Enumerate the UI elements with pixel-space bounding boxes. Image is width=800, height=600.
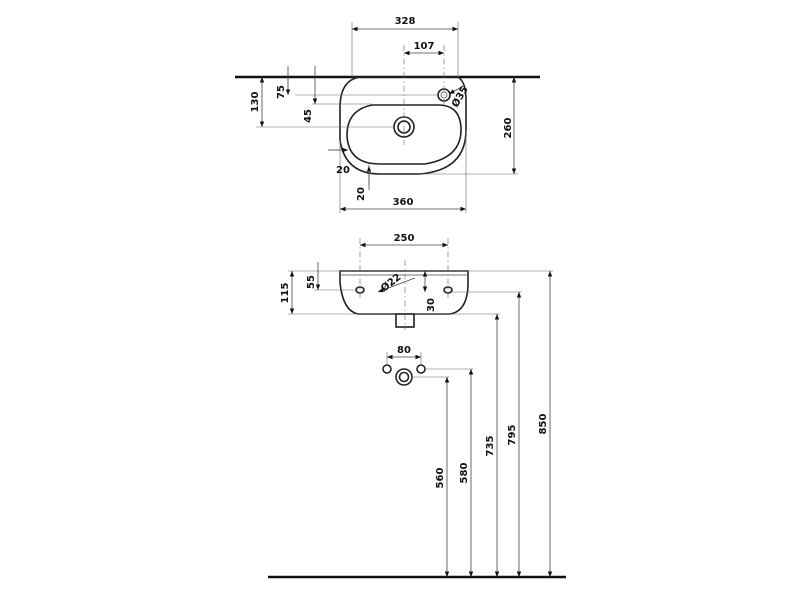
supply-pipe-right-icon: [416, 364, 426, 374]
label-360: 360: [393, 197, 414, 208]
leader-bolt-hole: [377, 277, 416, 293]
label-850: 850: [538, 414, 549, 435]
label-580: 580: [459, 463, 470, 484]
label-560: 560: [435, 468, 446, 489]
label-260: 260: [503, 118, 514, 139]
label-115: 115: [280, 283, 291, 304]
waste-pipe-outer-icon: [395, 368, 413, 386]
label-20-left: 20: [336, 165, 350, 176]
leader-tap-hole: [448, 84, 466, 95]
top-view: 328 107 Ø35 130 75 45 260 20 20 360: [235, 16, 540, 213]
label-735: 735: [485, 436, 496, 457]
label-tap-hole: Ø35: [449, 84, 471, 109]
front-view: 250 115 55 Ø22 30: [280, 233, 553, 330]
label-107: 107: [414, 41, 435, 52]
tap-hole-inner-icon: [440, 91, 448, 99]
basin-inner-bowl: [346, 104, 462, 165]
label-45: 45: [303, 109, 314, 123]
label-130: 130: [250, 92, 261, 113]
label-75: 75: [276, 85, 287, 99]
label-bolt-hole: Ø22: [378, 271, 403, 294]
label-80: 80: [397, 345, 411, 356]
elevation-dimensions: 560 580 735 795 850: [268, 271, 566, 579]
label-55: 55: [306, 275, 317, 289]
label-20-bottom: 20: [356, 187, 367, 201]
label-30: 30: [426, 298, 437, 312]
drain-inner-icon: [397, 120, 411, 134]
waste-pipe-inner-icon: [398, 371, 410, 383]
label-328: 328: [395, 16, 416, 27]
label-250: 250: [394, 233, 415, 244]
waste-view: 80: [382, 345, 474, 386]
supply-pipe-left-icon: [382, 364, 392, 374]
label-795: 795: [507, 425, 518, 446]
